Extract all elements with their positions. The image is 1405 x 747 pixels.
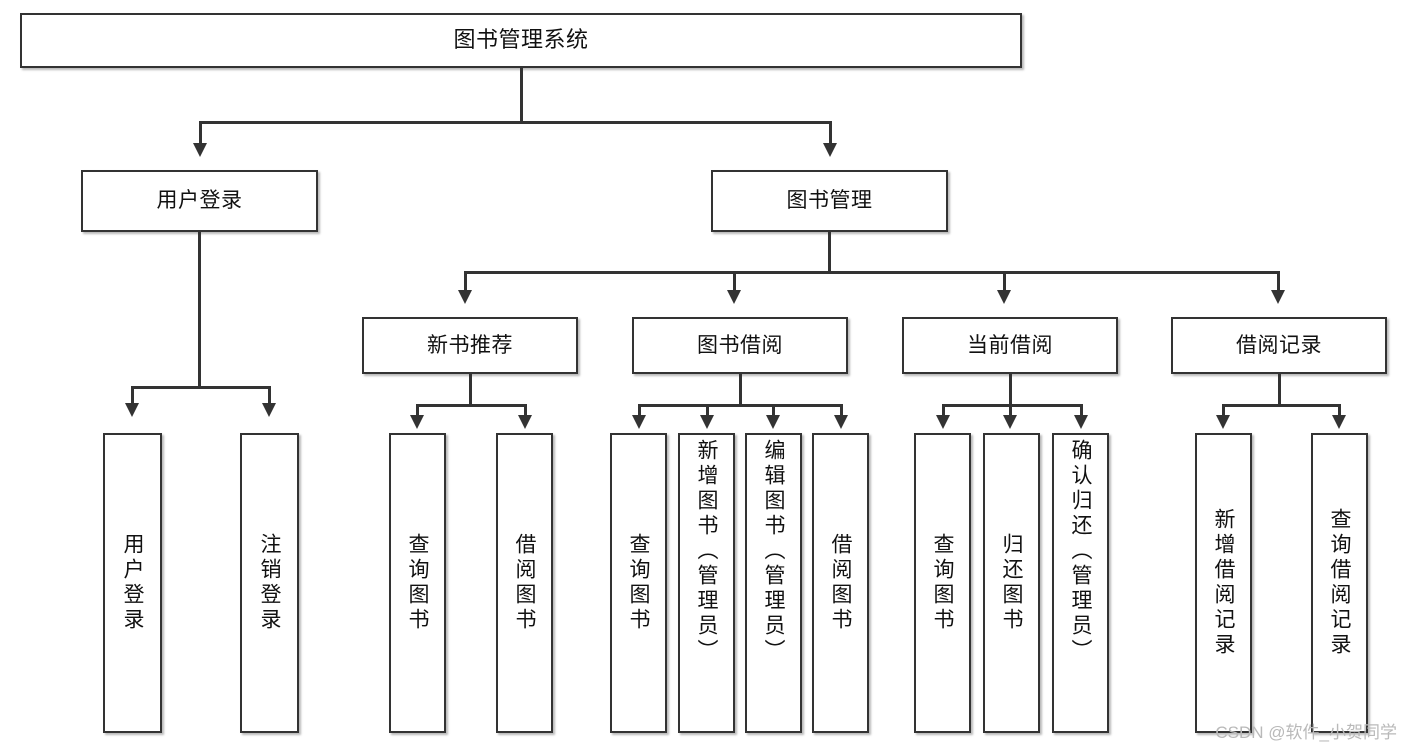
arrowhead-book-borrow-4 xyxy=(834,415,848,429)
node-label: 借阅图书 xyxy=(513,533,536,633)
connector-borrow-record-drop-1 xyxy=(1222,404,1225,418)
node-leaf-borrow-book[interactable]: 借阅图书 xyxy=(812,433,869,733)
connector-book-borrow-drop-1 xyxy=(638,404,641,418)
node-leaf-add-book-admin[interactable]: 新增图书（管理员） xyxy=(678,433,735,733)
connector-new-book-bus xyxy=(416,404,526,407)
connector-root-stem xyxy=(520,68,523,122)
connector-borrow-record-stem xyxy=(1278,374,1281,406)
connector-new-book-drop-2 xyxy=(524,404,527,418)
node-borrow-record[interactable]: 借阅记录 xyxy=(1171,317,1387,374)
node-label: 用户登录 xyxy=(121,533,144,633)
arrowhead-level3-2 xyxy=(727,290,741,304)
connector-current-borrow-drop-2 xyxy=(1009,404,1012,418)
node-label: 编辑图书（管理员） xyxy=(762,439,785,664)
node-label: 图书借阅 xyxy=(697,333,783,357)
node-root-book-management-system[interactable]: 图书管理系统 xyxy=(20,13,1022,68)
connector-level3-bus xyxy=(464,271,1280,274)
node-leaf-user-login[interactable]: 用户登录 xyxy=(103,433,162,733)
node-label: 归还图书 xyxy=(1000,533,1023,633)
connector-current-borrow-bus xyxy=(942,404,1082,407)
arrowhead-current-borrow-2 xyxy=(1003,415,1017,429)
node-leaf-return-book[interactable]: 归还图书 xyxy=(983,433,1040,733)
arrowhead-level3-4 xyxy=(1271,290,1285,304)
connector-book-borrow-drop-3 xyxy=(772,404,775,418)
node-label: 确认归还（管理员） xyxy=(1069,439,1092,664)
node-label: 借阅记录 xyxy=(1236,333,1322,357)
node-book-management[interactable]: 图书管理 xyxy=(711,170,948,232)
node-user-login[interactable]: 用户登录 xyxy=(81,170,318,232)
connector-level2-bus xyxy=(199,121,831,124)
connector-current-borrow-stem xyxy=(1009,374,1012,406)
node-leaf-query-book-recommend[interactable]: 查询图书 xyxy=(389,433,446,733)
connector-current-borrow-drop-1 xyxy=(942,404,945,418)
arrowhead-book-borrow-2 xyxy=(700,415,714,429)
arrowhead-new-book-2 xyxy=(518,415,532,429)
node-label: 新增借阅记录 xyxy=(1212,508,1235,658)
arrowhead-current-borrow-3 xyxy=(1074,415,1088,429)
connector-book-borrow-drop-4 xyxy=(840,404,843,418)
node-label: 借阅图书 xyxy=(829,533,852,633)
node-label: 当前借阅 xyxy=(967,333,1053,357)
arrowhead-level3-1 xyxy=(458,290,472,304)
node-leaf-query-borrow-record[interactable]: 查询借阅记录 xyxy=(1311,433,1368,733)
connector-book-borrow-stem xyxy=(739,374,742,406)
arrowhead-book-borrow-1 xyxy=(632,415,646,429)
arrowhead-borrow-record-1 xyxy=(1216,415,1230,429)
connector-user-login-stem xyxy=(198,232,201,388)
connector-current-borrow-drop-3 xyxy=(1080,404,1083,418)
connector-book-borrow-bus xyxy=(638,404,842,407)
connector-book-management-stem xyxy=(828,232,831,273)
node-new-book-recommend[interactable]: 新书推荐 xyxy=(362,317,578,374)
node-leaf-query-book-borrow[interactable]: 查询图书 xyxy=(610,433,667,733)
node-current-borrow[interactable]: 当前借阅 xyxy=(902,317,1118,374)
node-leaf-logout[interactable]: 注销登录 xyxy=(240,433,299,733)
arrowhead-new-book-1 xyxy=(410,415,424,429)
node-label: 查询图书 xyxy=(627,533,650,633)
connector-borrow-record-drop-2 xyxy=(1338,404,1341,418)
node-leaf-borrow-book-recommend[interactable]: 借阅图书 xyxy=(496,433,553,733)
connector-level2-drop-right xyxy=(829,121,832,147)
connector-user-login-drop-2 xyxy=(268,386,271,406)
connector-level3-drop-4 xyxy=(1277,271,1280,293)
arrowhead-book-borrow-3 xyxy=(766,415,780,429)
connector-book-borrow-drop-2 xyxy=(706,404,709,418)
arrowhead-current-borrow-1 xyxy=(936,415,950,429)
node-label: 注销登录 xyxy=(258,533,281,633)
node-label: 图书管理 xyxy=(786,189,873,213)
connector-level2-drop-left xyxy=(199,121,202,147)
connector-new-book-stem xyxy=(469,374,472,406)
arrowhead-level2-right xyxy=(823,143,837,157)
connector-user-login-drop-1 xyxy=(131,386,134,406)
arrowhead-borrow-record-2 xyxy=(1332,415,1346,429)
connector-new-book-drop-1 xyxy=(416,404,419,418)
node-book-borrow[interactable]: 图书借阅 xyxy=(632,317,848,374)
node-leaf-confirm-return-admin[interactable]: 确认归还（管理员） xyxy=(1052,433,1109,733)
node-label: 新增图书（管理员） xyxy=(695,439,718,664)
node-label: 用户登录 xyxy=(156,189,243,213)
node-label: 查询图书 xyxy=(931,533,954,633)
arrowhead-level3-3 xyxy=(997,290,1011,304)
node-label: 图书管理系统 xyxy=(453,27,589,53)
node-label: 查询图书 xyxy=(406,533,429,633)
node-leaf-edit-book-admin[interactable]: 编辑图书（管理员） xyxy=(745,433,802,733)
connector-borrow-record-bus xyxy=(1222,404,1340,407)
connector-level3-drop-3 xyxy=(1003,271,1006,293)
node-label: 新书推荐 xyxy=(427,333,513,357)
node-leaf-add-borrow-record[interactable]: 新增借阅记录 xyxy=(1195,433,1252,733)
connector-level3-drop-2 xyxy=(733,271,736,293)
node-leaf-query-book-current[interactable]: 查询图书 xyxy=(914,433,971,733)
arrowhead-user-login-2 xyxy=(262,403,276,417)
arrowhead-user-login-1 xyxy=(125,403,139,417)
connector-user-login-bus xyxy=(131,386,270,389)
node-label: 查询借阅记录 xyxy=(1328,508,1351,658)
connector-level3-drop-1 xyxy=(464,271,467,293)
arrowhead-level2-left xyxy=(193,143,207,157)
